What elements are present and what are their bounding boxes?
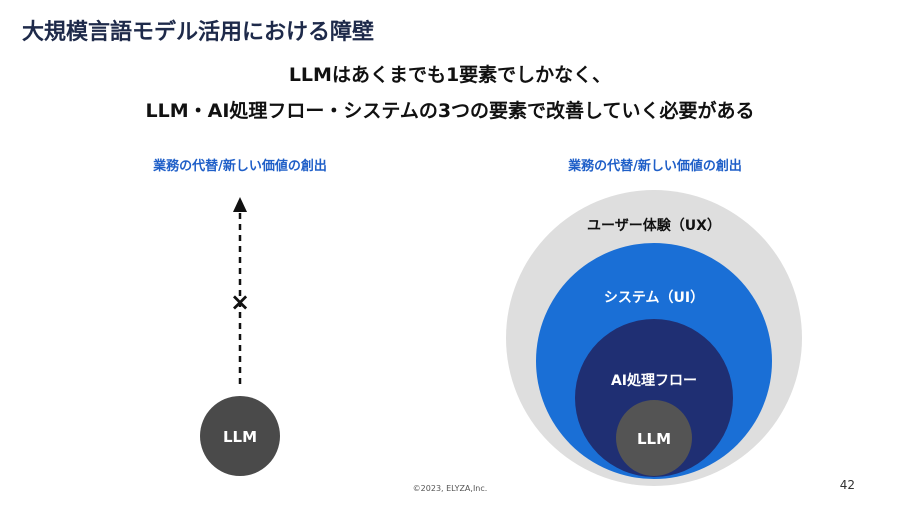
ai-flow-layer-label: AI処理フロー xyxy=(611,372,697,389)
llm-node-label: LLM xyxy=(223,428,257,446)
subtitle-line-2: LLM・AI処理フロー・システムの3つの要素で改善していく必要がある xyxy=(145,100,755,122)
copyright-text: ©2023, ELYZA,Inc. xyxy=(412,484,488,493)
subtitle-line-1: LLMはあくまでも1要素でしかなく、 xyxy=(288,64,612,86)
left-diagram: × LLM xyxy=(200,197,280,476)
page-number: 42 xyxy=(839,478,855,492)
ai-flow-layer-circle xyxy=(575,319,733,477)
slide-title: 大規模言語モデル活用における障壁 xyxy=(22,20,375,45)
right-diagram: ユーザー体験（UX） システム（UI） AI処理フロー LLM xyxy=(506,190,802,486)
llm-node-circle xyxy=(200,396,280,476)
arrow-head-icon xyxy=(233,197,247,212)
llm-core-label: LLM xyxy=(637,430,671,448)
ux-layer-label: ユーザー体験（UX） xyxy=(587,217,721,234)
right-goal-label: 業務の代替/新しい価値の創出 xyxy=(568,159,742,174)
llm-core-circle xyxy=(616,400,692,476)
system-layer-label: システム（UI） xyxy=(604,290,704,306)
left-goal-label: 業務の代替/新しい価値の創出 xyxy=(153,159,327,174)
blocked-x-icon: × xyxy=(230,288,250,316)
